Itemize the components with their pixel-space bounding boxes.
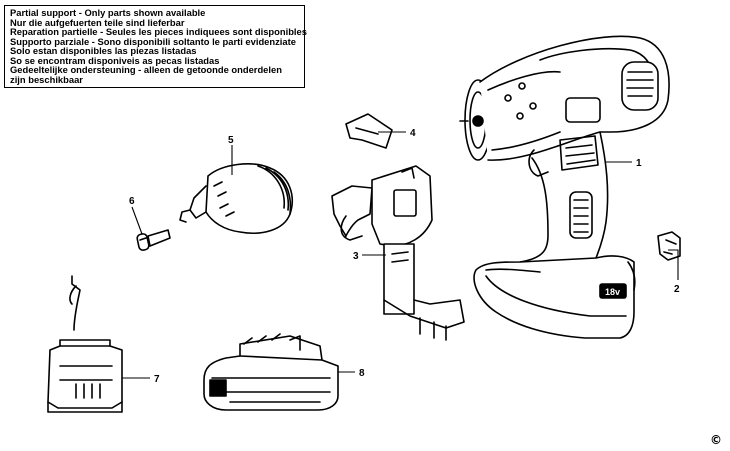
- notice-line: Partial support - Only parts shown avail…: [10, 7, 206, 18]
- leader-line-2: [668, 249, 679, 280]
- notice-line: zijn beschikbaar: [10, 73, 83, 85]
- copyright-symbol: ©: [710, 433, 722, 447]
- callout-7: 7: [154, 374, 160, 385]
- notice-line: Solo estan disponibles las piezas listad…: [10, 45, 197, 56]
- vent-icon: [621, 61, 659, 111]
- callout-8: 8: [359, 368, 365, 379]
- chuck-screw-icon: [136, 229, 171, 251]
- callout-2: 2: [674, 284, 680, 295]
- callout-4: 4: [410, 128, 416, 139]
- charger-icon: [47, 275, 123, 413]
- clip-icon: [657, 231, 681, 261]
- notice-line: Reparation partielle - Seules les pieces…: [10, 26, 307, 37]
- chuck-icon: [179, 163, 294, 234]
- notice-line: Nur die aufgefuerten teile sind lieferba…: [10, 16, 185, 28]
- drill-housing-icon: 18v: [459, 35, 670, 339]
- callout-6: 6: [129, 196, 135, 207]
- callout-3: 3: [353, 251, 359, 262]
- notice-line: Supporto parziale - Sono disponibili sol…: [10, 35, 296, 47]
- switch-icon: [331, 165, 465, 341]
- battery-icon: [203, 333, 339, 411]
- parts-availability-notice: Partial support - Only parts shown avail…: [4, 5, 307, 88]
- notice-line: Gedeeltelijke ondersteuning - alleen de …: [10, 64, 282, 75]
- callout-5: 5: [228, 135, 234, 146]
- voltage-label: 18v: [605, 287, 620, 297]
- forward-reverse-slider-icon: [345, 113, 393, 149]
- callout-1: 1: [636, 158, 642, 169]
- notice-line: So se encontram disponiveis as pecas lis…: [10, 54, 220, 66]
- leader-line-6: [131, 206, 143, 235]
